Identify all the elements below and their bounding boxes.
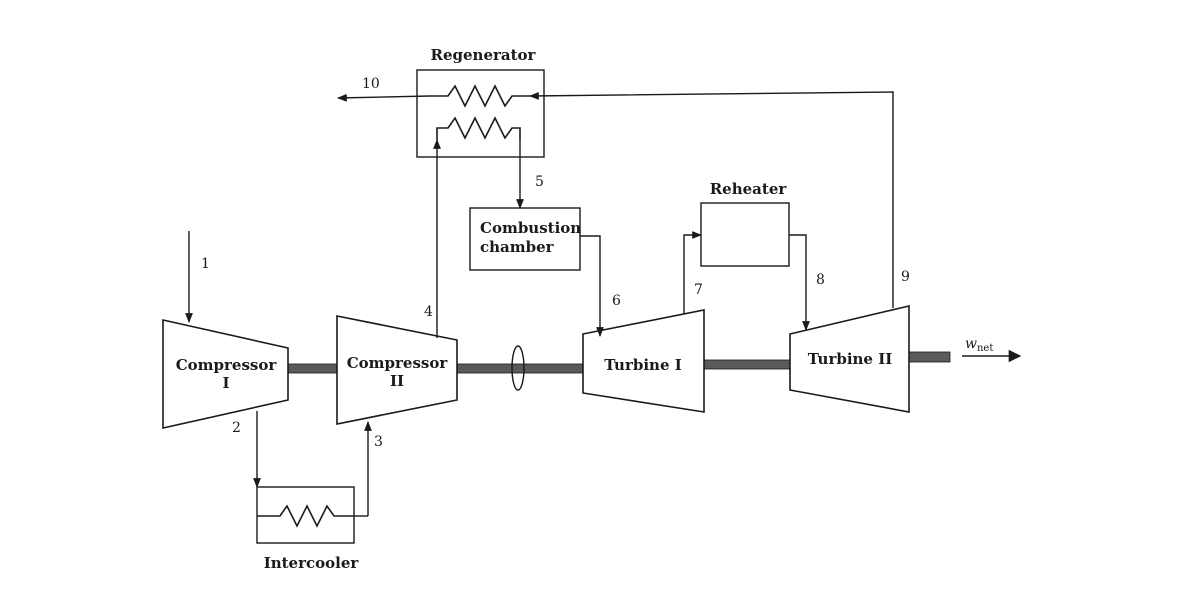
state-label-8: 8 <box>816 272 825 288</box>
turbine-2 <box>789 304 910 413</box>
intercooler-box <box>256 486 355 544</box>
state-label-6: 6 <box>612 293 621 309</box>
state-label-2: 2 <box>232 420 241 436</box>
state-label-7: 7 <box>694 282 703 298</box>
regenerator-box <box>416 69 545 158</box>
shaft-t2-out <box>907 351 951 363</box>
turbine-2-label: Turbine II <box>808 350 893 368</box>
compressor-1-label-line2: I <box>222 374 229 392</box>
state-label-3: 3 <box>374 434 383 450</box>
state-label-10: 10 <box>362 76 380 92</box>
shaft-c1-c2 <box>285 363 339 374</box>
net-work-label: wnet <box>965 336 993 354</box>
compressor-1-label-line1: Compressor <box>176 356 278 374</box>
compressor-2 <box>336 315 458 425</box>
flow-6 <box>580 235 604 337</box>
combustion-chamber-box <box>469 207 581 271</box>
shaft-coupling <box>511 345 525 391</box>
state-label-1: 1 <box>201 256 210 272</box>
combustion-chamber-label-line2: chamber <box>480 238 555 256</box>
compressor-2-label-line2: II <box>390 372 404 390</box>
intercooler-label: Intercooler <box>264 554 360 572</box>
regenerator-label: Regenerator <box>431 46 537 64</box>
turbine-1-label: Turbine I <box>604 356 681 374</box>
reheater-label: Reheater <box>710 180 788 198</box>
turbine-1 <box>582 309 705 413</box>
combustion-chamber-label-line1: Combustion <box>480 219 581 237</box>
state-label-4: 4 <box>424 304 433 320</box>
reheater-box <box>700 202 790 267</box>
compressor-2-label-line1: Compressor <box>347 354 449 372</box>
flow-10 <box>337 93 431 102</box>
flow-7 <box>683 231 702 314</box>
regenerator-cold-coil <box>436 116 521 140</box>
net-work-symbol: w <box>965 336 977 352</box>
flow-8 <box>789 234 810 331</box>
shaft-c2-t1 <box>455 363 585 374</box>
state-label-5: 5 <box>535 174 544 190</box>
regenerator-hot-coil <box>430 84 530 108</box>
intercooler-coil <box>257 504 354 528</box>
shaft-t1-t2 <box>701 359 793 370</box>
net-work-subscript: net <box>977 343 993 354</box>
state-label-9: 9 <box>901 269 910 285</box>
flow-9 <box>529 91 894 308</box>
compressor-1 <box>162 319 289 429</box>
